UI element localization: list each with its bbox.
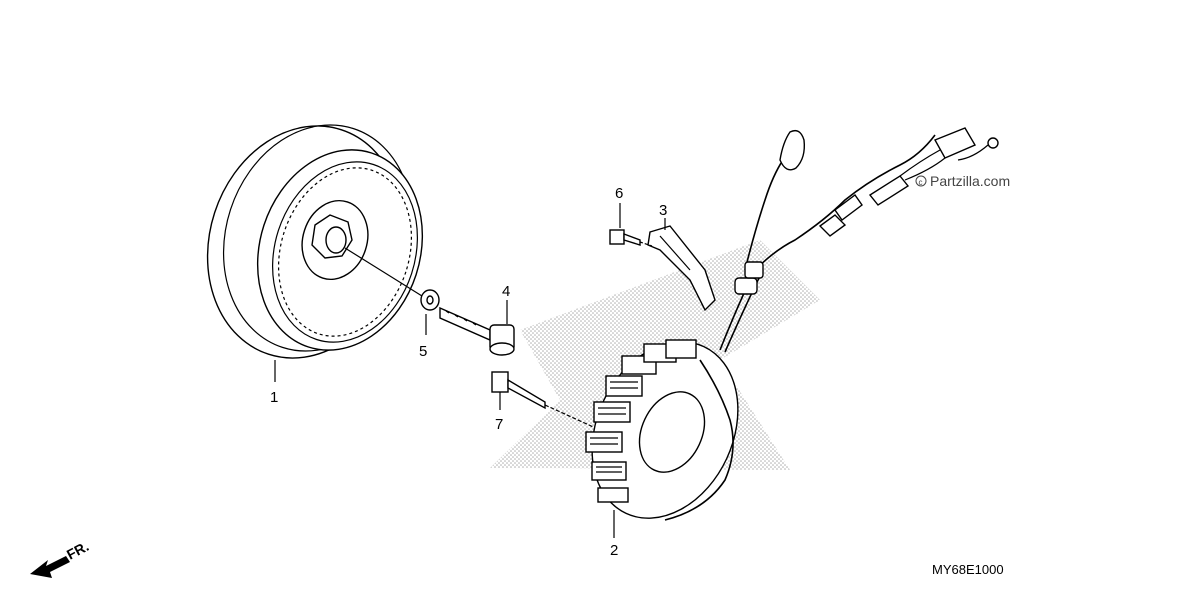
callout-2: 2: [610, 542, 618, 559]
callout-4: 4: [502, 283, 510, 300]
front-direction-arrow: FR.: [30, 538, 91, 578]
callout-7: 7: [495, 416, 503, 433]
callout-1: 1: [270, 389, 278, 406]
callout-3: 3: [659, 202, 667, 219]
svg-text:c: c: [919, 178, 923, 187]
diagram-code: MY68E1000: [932, 562, 1004, 577]
stator-bolt: [491, 371, 601, 431]
front-direction-label: FR.: [64, 538, 91, 563]
flywheel-rotor: [206, 124, 424, 382]
washer: [344, 247, 440, 335]
wire-clamp-bracket: [647, 218, 716, 312]
callout-6: 6: [615, 185, 623, 202]
stator-coil: [585, 339, 739, 538]
wiring-harness: [719, 127, 999, 353]
watermark-text: Partzilla.com: [930, 173, 1010, 189]
clamp-bolt: [609, 203, 653, 247]
flange-bolt: [439, 300, 515, 356]
callout-5: 5: [419, 343, 427, 360]
copyright-watermark: c Partzilla.com: [915, 173, 1010, 189]
